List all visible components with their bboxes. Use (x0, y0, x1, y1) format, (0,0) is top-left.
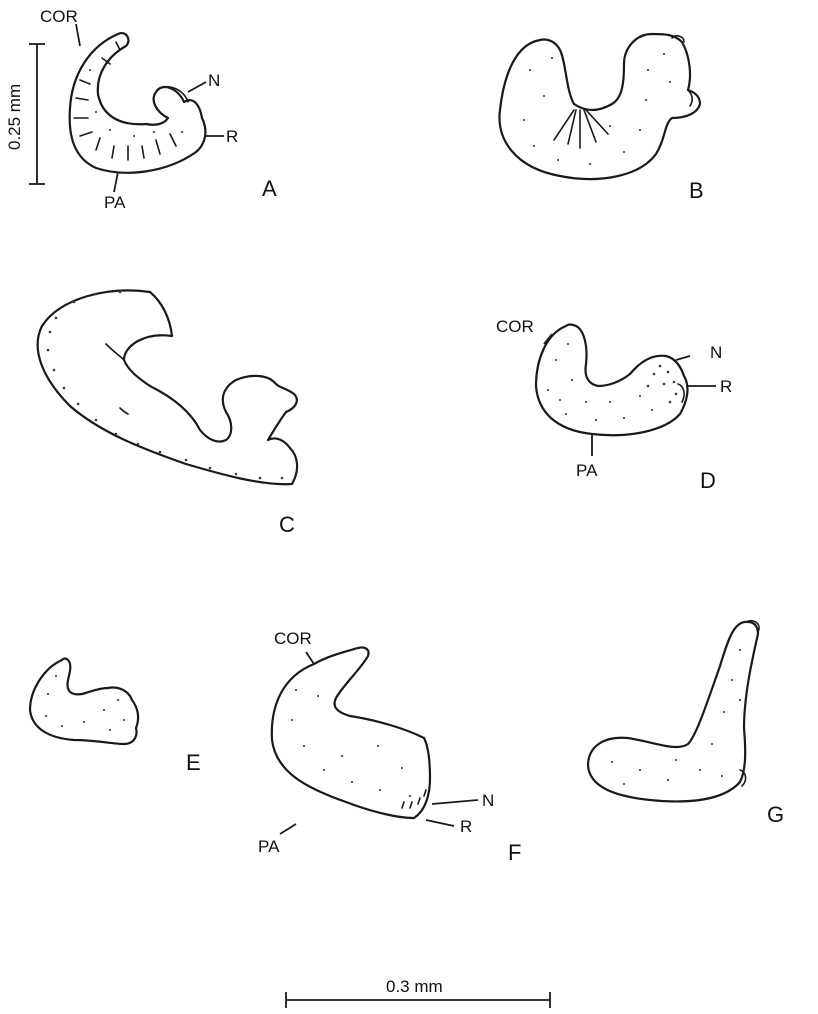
figure-e: E (30, 659, 201, 776)
figure-b-outline (500, 34, 701, 179)
label-pa-f: PA (258, 837, 280, 856)
figure-a-stipple (89, 69, 183, 137)
figure-g-stipple (611, 649, 741, 785)
panel-label-c: C (279, 512, 295, 537)
figure-c-outline (38, 290, 297, 484)
figure-d-dense-stipple (647, 365, 678, 404)
figure-f-outline (272, 647, 430, 818)
figure-f-edge-ticks (402, 790, 426, 808)
label-n-f: N (482, 791, 494, 810)
vertical-scale-bar: 0.25 mm (5, 44, 45, 184)
figure-f-stipple (291, 689, 411, 797)
figure-a: COR N R PA A (40, 7, 277, 212)
figure-g-outline (588, 622, 758, 802)
figure-e-stipple (45, 675, 125, 731)
panel-label-d: D (700, 468, 716, 493)
vertical-scale-label: 0.25 mm (5, 84, 24, 150)
label-pa-a: PA (104, 193, 126, 212)
figure-f: COR N R PA F (258, 629, 521, 865)
figure-b-radiating-lines (554, 110, 608, 148)
figure-e-outline (30, 659, 138, 745)
label-n-a: N (208, 71, 220, 90)
panel-label-e: E (186, 750, 201, 775)
panel-label-b: B (689, 178, 704, 203)
label-cor-f: COR (274, 629, 312, 648)
panel-label-f: F (508, 840, 521, 865)
label-r-f: R (460, 817, 472, 836)
label-cor-d: COR (496, 317, 534, 336)
horizontal-scale-bar: 0.3 mm (286, 977, 550, 1008)
figure-b: B (500, 34, 704, 203)
horizontal-scale-label: 0.3 mm (386, 977, 443, 996)
figure-a-outline (70, 33, 206, 173)
panel-label-a: A (262, 176, 277, 201)
panel-label-g: G (767, 802, 784, 827)
figure-d-outline (536, 325, 687, 436)
label-r-d: R (720, 377, 732, 396)
figure-c-edge-stipple (47, 291, 284, 480)
figure-d-stipple (547, 343, 653, 421)
figure-a-striations (74, 42, 176, 160)
label-pa-d: PA (576, 461, 598, 480)
figure-c: C (38, 290, 297, 537)
figure-d: COR N R PA D (496, 317, 732, 493)
label-cor-a: COR (40, 7, 78, 26)
label-r-a: R (226, 127, 238, 146)
figure-g: G (588, 621, 784, 827)
label-n-d: N (710, 343, 722, 362)
